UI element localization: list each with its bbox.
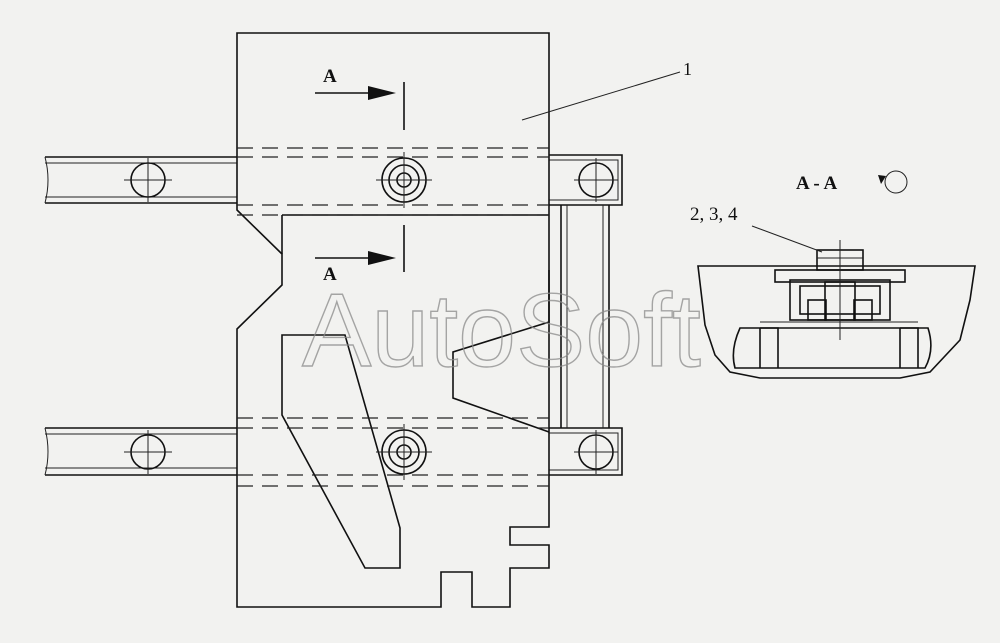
section-title: A - A <box>796 173 837 194</box>
watermark: AutoSoft <box>302 273 701 389</box>
section-marker-bottom <box>315 225 405 272</box>
leader-part-1 <box>521 71 681 121</box>
hole-lower-left <box>124 430 172 474</box>
section-marker-top <box>315 82 405 130</box>
part-number-1: 1 <box>683 59 692 79</box>
hole-upper-left <box>124 158 172 202</box>
bracket <box>281 334 401 569</box>
rotation-symbol-icon <box>878 170 908 194</box>
hidden-lines <box>237 147 549 487</box>
fastener-callout: 2, 3, 4 <box>690 204 738 225</box>
cross-bar <box>560 205 610 428</box>
arrow-label-bottom: A <box>323 264 337 285</box>
main-plate-outline <box>236 32 550 608</box>
bolt-upper <box>376 152 432 208</box>
leader-fasteners <box>751 225 823 253</box>
hole-lower-right <box>574 430 618 474</box>
section-view <box>697 240 976 379</box>
arrow-label-top: A <box>323 66 337 87</box>
bolt-lower <box>376 424 432 480</box>
upper-frame-rail <box>44 154 623 206</box>
hole-upper-right <box>574 158 618 202</box>
